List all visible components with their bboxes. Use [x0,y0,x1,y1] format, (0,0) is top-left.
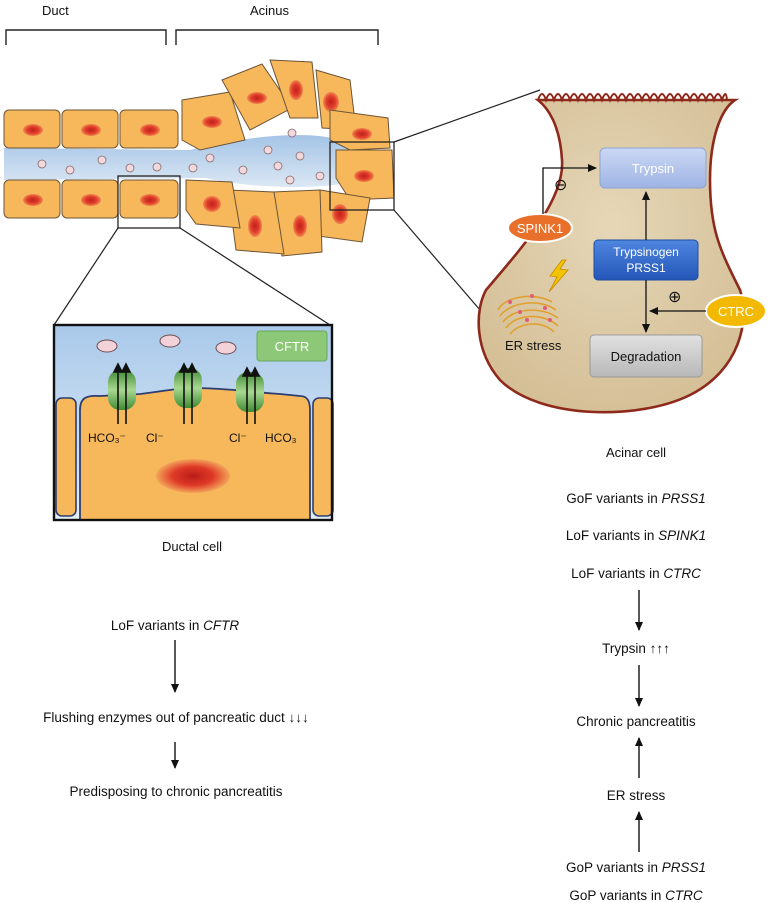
acinar-cell-caption: Acinar cell [606,445,666,460]
ctrc-oval: CTRC [705,294,767,328]
left-step2: Flushing enzymes out of pancreatic duct … [43,710,309,725]
right-er-stress: ER stress [607,788,666,803]
degradation-box: Degradation [589,334,703,378]
svg-text:PRSS1: PRSS1 [626,261,666,275]
ion-label-cl-left: Cl⁻ [146,431,164,445]
trypsin-box: Trypsin [599,147,707,189]
lightning-icon [548,259,569,293]
er-organelle [497,294,559,335]
right-variant-ctrc-lof: LoF variants in CTRC [571,566,701,581]
left-step1: LoF variants in CFTR [111,618,240,633]
svg-text:CFTR: CFTR [275,339,310,354]
spink1-oval: SPINK1 [507,213,573,243]
connector-right-1 [393,89,541,143]
svg-text:Trypsinogen: Trypsinogen [613,245,679,259]
svg-text:Degradation: Degradation [611,349,682,364]
acinar-pathway-arrows [542,164,706,333]
svg-text:SPINK1: SPINK1 [517,221,563,236]
duct-bracket [5,29,167,45]
connector-right-2 [393,209,481,311]
promote-symbol: ⊕ [668,289,681,306]
secretory-granules [37,128,325,185]
connector-left-2 [179,227,331,326]
ion-label-hco3-right: HCO₃ [265,431,297,445]
left-step3: Predisposing to chronic pancreatitis [69,784,282,799]
trypsinogen-box: Trypsinogen PRSS1 [593,239,699,281]
acinus-label: Acinus [250,3,290,18]
ductal-nucleus [156,459,230,493]
ion-label-hco3-left: HCO₃⁻ [88,431,126,445]
ductal-cell-caption: Ductal cell [162,539,222,554]
duct-acinus-overview [3,59,395,257]
duct-lumen [4,134,372,187]
right-variant-prss1-gof: GoF variants in PRSS1 [566,491,706,506]
svg-text:Trypsin: Trypsin [632,161,674,176]
microvilli [537,93,728,104]
connector-left-1 [53,227,119,326]
ion-label-cl-right: Cl⁻ [229,431,247,445]
svg-text:CTRC: CTRC [718,304,754,319]
acinus-bracket [175,29,379,45]
right-chronic-pancreatitis: Chronic pancreatitis [576,714,696,729]
right-variant-ctrc-gop: GoP variants in CTRC [569,888,703,903]
duct-label: Duct [42,3,69,18]
acinar-cells-lower [185,149,395,257]
right-variant-prss1-gop: GoP variants in PRSS1 [566,860,706,875]
duct-cells-upper [3,109,179,149]
acinar-er-stress-label: ER stress [505,338,562,353]
right-variant-spink1-lof: LoF variants in SPINK1 [566,528,706,543]
acinar-cell-selection-box [329,141,395,211]
cftr-label-box: CFTR [256,330,328,362]
inhibit-symbol: ⊖ [554,177,567,194]
acinar-cells-upper [181,59,391,151]
right-trypsin-up: Trypsin ↑↑↑ [602,641,670,656]
ductal-cell-selection-box [117,175,181,229]
duct-cells-lower [3,179,179,219]
